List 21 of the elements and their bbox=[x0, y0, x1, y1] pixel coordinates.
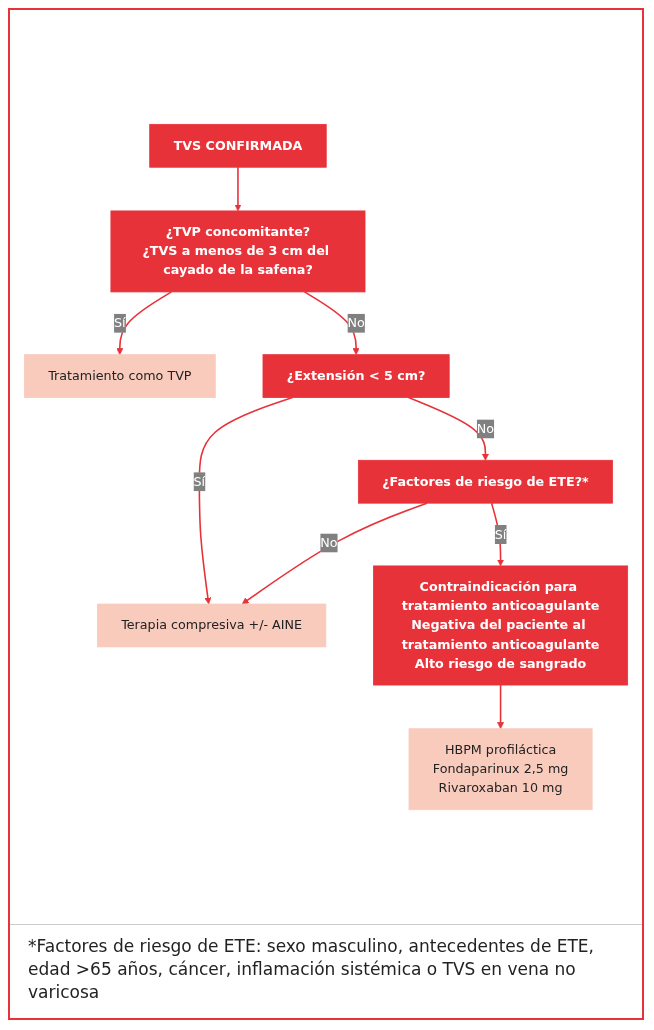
node-box: Tratamiento como TVP bbox=[23, 354, 216, 398]
footnote: *Factores de riesgo de ETE: sexo masculino, antecedentes de ETE, edad >65 años, cáncer, inflamación sistémica o TVS en vena no varicosa bbox=[10, 924, 642, 1018]
arrow bbox=[234, 166, 242, 212]
arrow bbox=[407, 396, 489, 461]
arrow bbox=[116, 291, 173, 356]
node-box: TVS CONFIRMADA bbox=[149, 124, 327, 168]
node-box: Contraindicación para tratamiento anticoagulante Negativa del paciente al tratamiento anticoagulante Alto riesgo de sangrado bbox=[373, 565, 629, 686]
arrow bbox=[490, 502, 505, 567]
node-box: ¿Factores de riesgo de ETE?* bbox=[357, 459, 613, 504]
edge-label: No bbox=[320, 535, 338, 551]
node-box: ¿TVP concomitante? ¿TVS a menos de 3 cm del cayado de la safena? bbox=[110, 210, 366, 293]
edge-label: No bbox=[347, 315, 365, 331]
arrow bbox=[198, 396, 294, 605]
edge-label: Sí bbox=[494, 526, 507, 542]
arrow bbox=[303, 291, 360, 356]
edge-label: Sí bbox=[114, 315, 126, 331]
node-box: Terapia compresiva +/- AINE bbox=[96, 603, 327, 648]
node-box: ¿Extensión < 5 cm? bbox=[262, 354, 450, 398]
arrow bbox=[497, 684, 505, 730]
node-box: HBPM profiláctica Fondaparinux 2,5 mg Rivaroxaban 10 mg bbox=[408, 728, 593, 811]
edge-label: Sí bbox=[193, 473, 206, 489]
